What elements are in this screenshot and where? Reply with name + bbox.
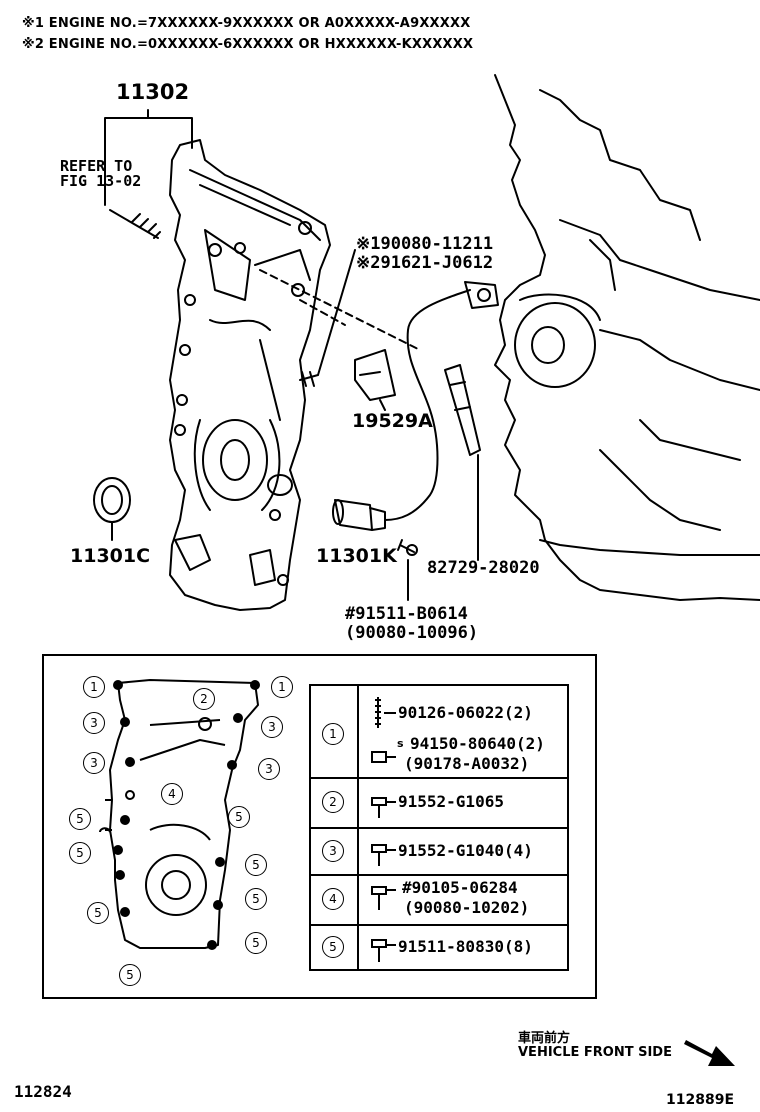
table-row-number: 4 <box>322 888 344 910</box>
callout-4: 4 <box>161 783 183 805</box>
callout-5: 5 <box>245 932 267 954</box>
sensor-wire <box>384 289 471 521</box>
label-11302: 11302 <box>116 80 190 104</box>
crank-position-sensor <box>334 499 373 531</box>
callout-5: 5 <box>245 888 267 910</box>
callout-3: 3 <box>261 716 283 738</box>
callout-1: 1 <box>83 676 105 698</box>
note-engine-2: ※2 ENGINE NO.=0XXXXXX-6XXXXXX OR HXXXXXX… <box>22 37 474 52</box>
bolt-icon <box>371 797 387 818</box>
table-mark-s: s <box>397 737 404 750</box>
label-90080-10096: (90080-10096) <box>345 623 479 643</box>
stud-icon <box>375 697 381 728</box>
callout-5: 5 <box>69 842 91 864</box>
callout-3: 3 <box>258 758 280 780</box>
table-row-part: (90178-A0032) <box>404 754 530 773</box>
oil-seal <box>93 477 131 523</box>
label-82729-28020: 82729-28020 <box>427 558 540 578</box>
timing-chain-cover <box>169 139 331 611</box>
vehicle-front-en: VEHICLE FRONT SIDE <box>518 1045 672 1060</box>
callout-5: 5 <box>69 808 91 830</box>
table-row-part: 90126-06022(2) <box>398 703 533 722</box>
callout-3: 3 <box>83 752 105 774</box>
callout-5: 5 <box>119 964 141 986</box>
inset-cover-outline <box>109 679 259 949</box>
table-row-number: 2 <box>322 791 344 813</box>
callout-1: 1 <box>271 676 293 698</box>
table-row-number: 1 <box>322 723 344 745</box>
table-row-number: 3 <box>322 840 344 862</box>
nut-icon <box>371 751 387 763</box>
figure-code-left: 112824 <box>14 1082 72 1101</box>
note-engine-1: ※1 ENGINE NO.=7XXXXXX-9XXXXXX OR A0XXXXX… <box>22 16 471 31</box>
label-91621-j0612: ※291621-J0612 <box>356 253 494 273</box>
bolt-90080-11211 <box>299 371 319 387</box>
callout-5: 5 <box>228 806 250 828</box>
table-row-part: 94150-80640(2) <box>410 734 545 753</box>
table-row-number: 5 <box>322 936 344 958</box>
vehicle-front-jp: 車両前方 <box>518 1031 571 1046</box>
callout-3: 3 <box>83 712 105 734</box>
table-row-part: 91552-G1040(4) <box>398 841 533 860</box>
label-90080-11211: ※190080-11211 <box>356 234 494 254</box>
label-refer-to: REFER TO <box>60 157 133 175</box>
label-19529a: 19529A <box>352 410 433 432</box>
inset-frame <box>42 654 597 999</box>
figure-code-right: 112889E <box>666 1092 735 1108</box>
callout-5: 5 <box>245 854 267 876</box>
engine-block <box>494 74 760 601</box>
callout-5: 5 <box>87 902 109 924</box>
table-row-part: 91552-G1065 <box>398 792 504 811</box>
stud-bolt <box>109 209 161 239</box>
label-11301k: 11301K <box>316 545 397 567</box>
bracket-19529a <box>354 349 396 401</box>
label-fig-13-02: FIG 13-02 <box>60 172 142 190</box>
table-row-part: (90080-10202) <box>404 898 530 917</box>
label-91511-b0614: #91511-B0614 <box>345 604 468 624</box>
table-row-part: 91511-80830(8) <box>398 937 533 956</box>
callout-2: 2 <box>193 688 215 710</box>
clamp-82729 <box>444 364 481 456</box>
vehicle-front-arrow <box>684 1040 735 1066</box>
label-11301c: 11301C <box>70 545 151 567</box>
table-row-part: #90105-06284 <box>402 878 518 897</box>
